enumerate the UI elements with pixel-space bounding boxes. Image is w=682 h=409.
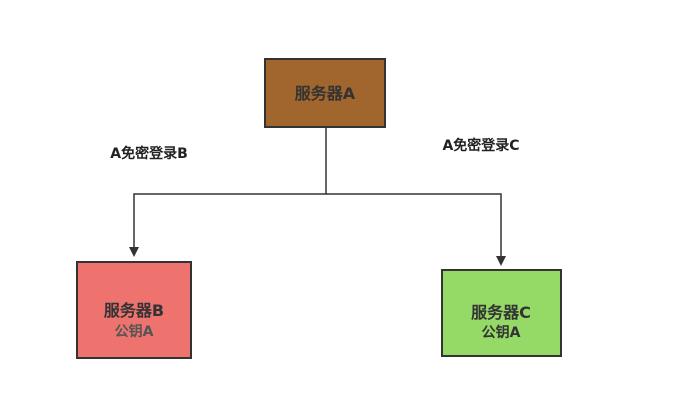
edge-a-to-c-line bbox=[326, 193, 506, 266]
node-server-b: 服务器B 公钥A bbox=[76, 261, 192, 359]
edge-a-to-b-label: A免密登录B bbox=[110, 145, 188, 162]
node-server-a: 服务器A bbox=[264, 58, 386, 128]
node-server-c-subtitle: 公钥A bbox=[482, 324, 521, 341]
node-server-a-title: 服务器A bbox=[295, 84, 356, 103]
node-server-a-box bbox=[264, 58, 386, 128]
node-server-c-box bbox=[441, 269, 562, 357]
connectors bbox=[129, 128, 506, 266]
edge-a-to-b-line bbox=[129, 128, 327, 257]
node-server-b-title: 服务器B bbox=[104, 301, 164, 320]
node-server-b-box bbox=[76, 261, 192, 359]
edge-a-to-c-label: A免密登录C bbox=[442, 137, 519, 154]
node-server-c-title: 服务器C bbox=[471, 303, 531, 322]
node-server-c: 服务器C 公钥A bbox=[441, 269, 562, 357]
node-server-b-subtitle: 公钥A bbox=[115, 323, 154, 340]
